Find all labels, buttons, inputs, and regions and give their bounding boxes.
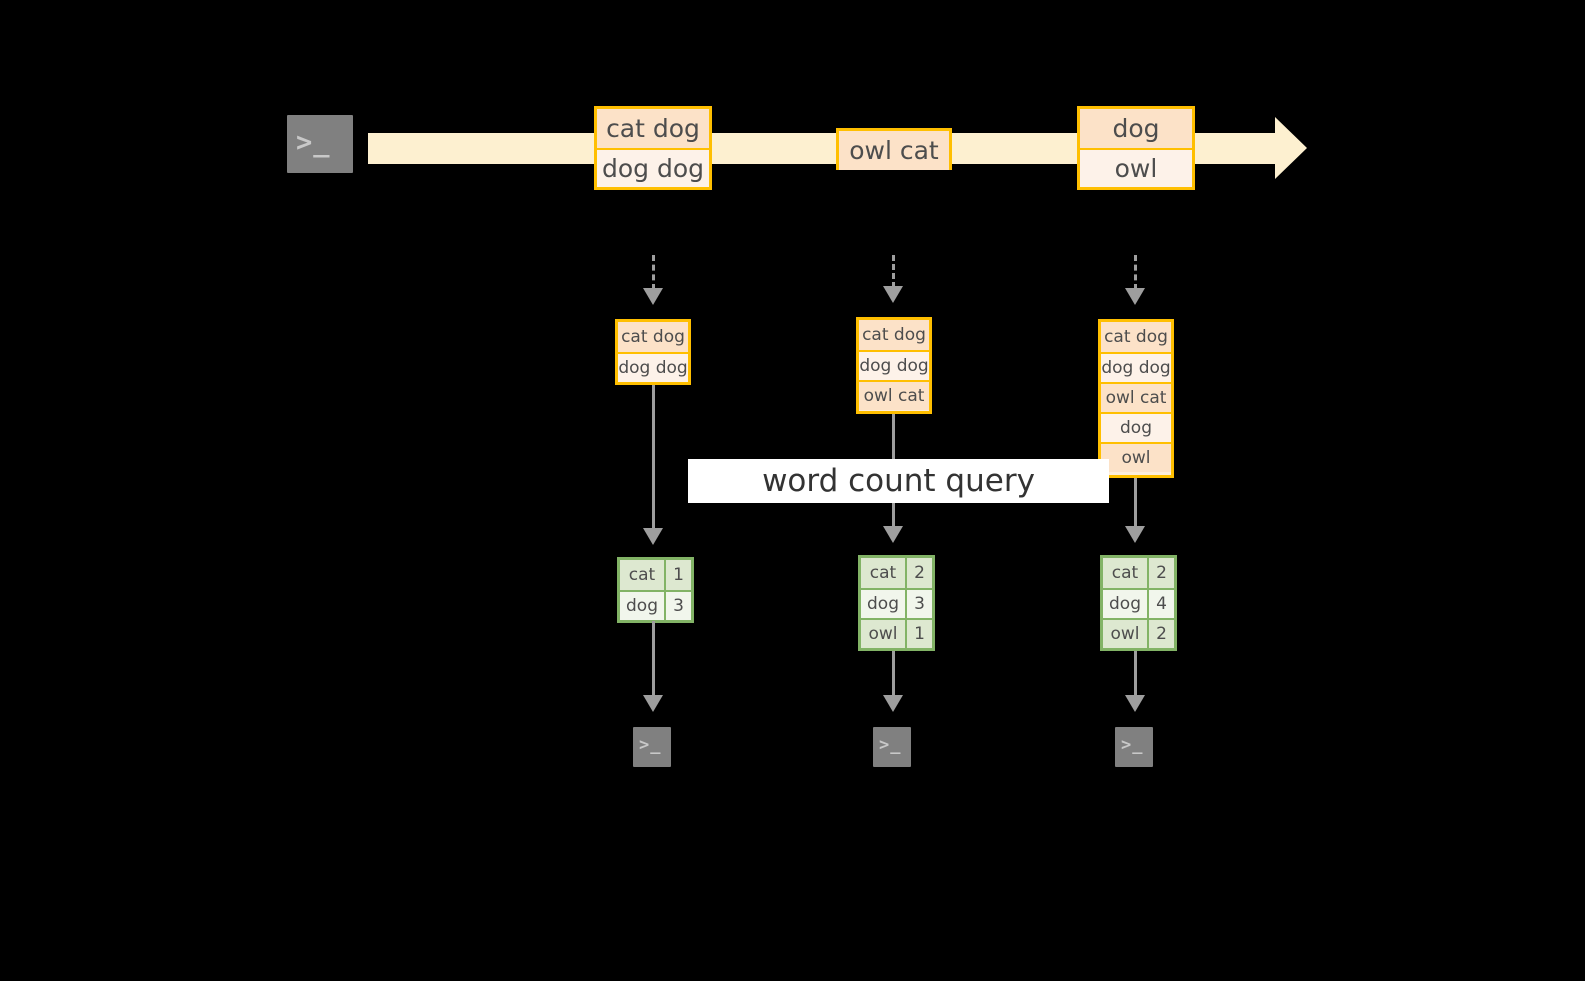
- table-row: cat 2: [861, 558, 932, 588]
- count-cell: 3: [664, 592, 691, 620]
- stream-record-line: owl: [1080, 148, 1192, 187]
- terminal-prompt-glyph: >_: [1121, 735, 1144, 755]
- connector-line: [892, 651, 895, 699]
- query-label-text: word count query: [762, 463, 1035, 499]
- word-cell: dog: [861, 590, 905, 618]
- word-cell: cat: [861, 558, 905, 588]
- arrow-head-icon: [883, 695, 903, 712]
- snapshot-2-count-table[interactable]: cat 2 dog 3 owl 1: [858, 555, 935, 651]
- word-cell: owl: [861, 620, 905, 648]
- arrow-right-icon: [1275, 117, 1307, 179]
- record-line: dog dog: [1101, 352, 1171, 382]
- connector-line: [1134, 651, 1137, 699]
- count-cell: 4: [1147, 590, 1174, 618]
- dashed-arrow-down-icon: [652, 255, 655, 290]
- table-row: dog 3: [861, 588, 932, 618]
- arrow-head-icon: [1125, 526, 1145, 543]
- record-line: cat dog: [618, 322, 688, 352]
- stream-record-line: dog dog: [597, 148, 709, 187]
- stream-record-2[interactable]: owl cat: [836, 128, 952, 170]
- snapshot-2-record-stack[interactable]: cat dog dog dog owl cat: [856, 317, 932, 414]
- snapshot-3-count-table[interactable]: cat 2 dog 4 owl 2: [1100, 555, 1177, 651]
- terminal-prompt-glyph: >_: [639, 735, 662, 755]
- snapshot-1-record-stack[interactable]: cat dog dog dog: [615, 319, 691, 385]
- count-cell: 1: [905, 620, 932, 648]
- count-cell: 2: [1147, 558, 1174, 588]
- arrow-head-icon: [643, 695, 663, 712]
- snapshot-3-consumer-terminal-icon[interactable]: >_: [1104, 716, 1164, 778]
- arrow-head-icon: [883, 526, 903, 543]
- producer-terminal-icon[interactable]: >_: [276, 104, 364, 184]
- record-line: owl cat: [859, 380, 929, 410]
- record-line: owl: [1101, 442, 1171, 472]
- word-cell: dog: [1103, 590, 1147, 618]
- word-cell: cat: [1103, 558, 1147, 588]
- word-cell: cat: [620, 560, 664, 590]
- record-line: cat dog: [859, 320, 929, 350]
- arrow-head-icon: [883, 286, 903, 303]
- table-row: dog 4: [1103, 588, 1174, 618]
- record-line: dog dog: [859, 350, 929, 380]
- word-cell: owl: [1103, 620, 1147, 648]
- table-row: cat 1: [620, 560, 691, 590]
- arrow-head-icon: [643, 288, 663, 305]
- stream-record-3[interactable]: dog owl: [1077, 106, 1195, 190]
- arrow-head-icon: [643, 528, 663, 545]
- count-cell: 2: [905, 558, 932, 588]
- table-row: cat 2: [1103, 558, 1174, 588]
- terminal-prompt-glyph: >_: [879, 735, 902, 755]
- count-cell: 1: [664, 560, 691, 590]
- table-row: dog 3: [620, 590, 691, 620]
- dashed-arrow-down-icon: [892, 255, 895, 288]
- stream-record-1[interactable]: cat dog dog dog: [594, 106, 712, 190]
- record-line: cat dog: [1101, 322, 1171, 352]
- stream-record-line: dog: [1080, 109, 1192, 148]
- count-cell: 3: [905, 590, 932, 618]
- word-cell: dog: [620, 592, 664, 620]
- connector-line: [652, 385, 655, 532]
- query-label-band: word count query: [688, 459, 1109, 503]
- snapshot-1-count-table[interactable]: cat 1 dog 3: [617, 557, 694, 623]
- dashed-arrow-down-icon: [1134, 255, 1137, 290]
- record-line: dog: [1101, 412, 1171, 442]
- stream-record-line: owl cat: [839, 131, 949, 170]
- count-cell: 2: [1147, 620, 1174, 648]
- arrow-head-icon: [1125, 288, 1145, 305]
- arrow-head-icon: [1125, 695, 1145, 712]
- record-line: dog dog: [618, 352, 688, 382]
- stream-record-line: cat dog: [597, 109, 709, 148]
- snapshot-3-record-stack[interactable]: cat dog dog dog owl cat dog owl: [1098, 319, 1174, 478]
- table-row: owl 1: [861, 618, 932, 648]
- snapshot-2-consumer-terminal-icon[interactable]: >_: [862, 716, 922, 778]
- terminal-prompt-glyph: >_: [296, 126, 331, 158]
- connector-line: [1134, 478, 1137, 530]
- snapshot-1-consumer-terminal-icon[interactable]: >_: [622, 716, 682, 778]
- connector-line: [652, 621, 655, 699]
- record-line: owl cat: [1101, 382, 1171, 412]
- table-row: owl 2: [1103, 618, 1174, 648]
